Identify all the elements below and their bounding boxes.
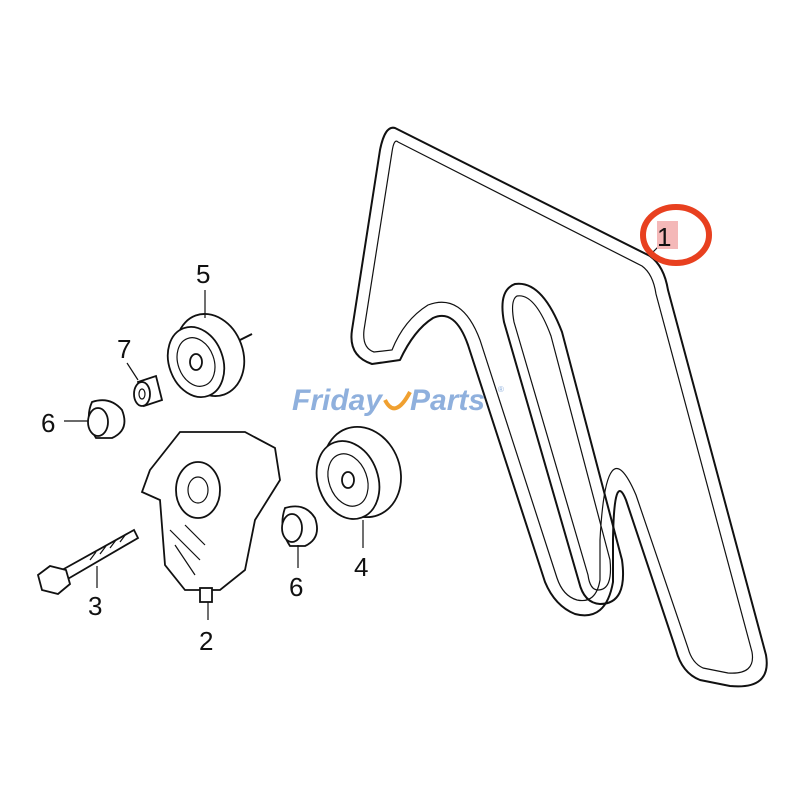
callout-6-right: 6 (289, 572, 303, 602)
watermark-logo: Friday Parts ® (292, 384, 504, 417)
svg-text:®: ® (498, 385, 504, 394)
spacer (133, 374, 164, 408)
idler-pulley-lower (315, 425, 402, 520)
callout-4: 4 (354, 552, 368, 582)
callout-1-highlight (640, 204, 712, 266)
callout-6-left: 6 (41, 408, 55, 438)
idler-pulley-upper (166, 313, 253, 398)
belt-tensioner (140, 431, 281, 603)
callout-7: 7 (117, 334, 131, 364)
callout-5: 5 (196, 259, 210, 289)
callout-2: 2 (199, 626, 213, 656)
dust-cap-left (87, 399, 126, 439)
callout-1: 1 (657, 222, 671, 252)
serpentine-belt (350, 126, 768, 688)
callout-3: 3 (88, 591, 102, 621)
bolt (36, 528, 140, 595)
svg-text:Parts: Parts (410, 384, 485, 417)
dust-cap-right (281, 505, 318, 547)
svg-text:Friday: Friday (292, 384, 383, 417)
